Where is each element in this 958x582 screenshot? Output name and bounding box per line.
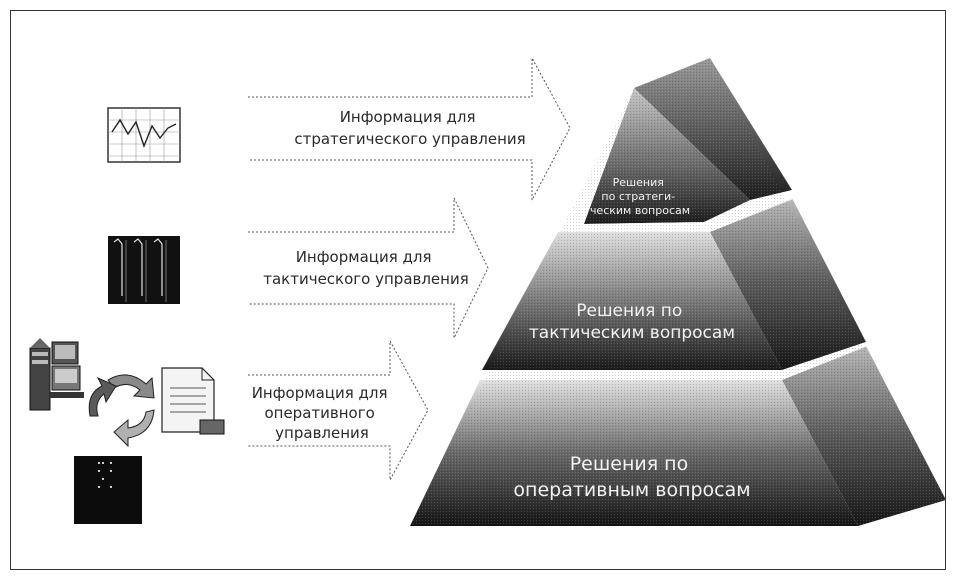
arrow-label-tactical: Информация для тактического управления xyxy=(263,248,469,288)
arrow-operational xyxy=(248,340,429,481)
arrow-label-operational: Информация для оперативного управления xyxy=(252,384,393,442)
pyramid-label-middle: Решения по тактическим вопросам xyxy=(529,301,735,343)
line-chart-icon xyxy=(107,107,181,163)
arrow-label-strategic: Информация для стратегического управлени… xyxy=(294,108,525,148)
pyramid-label-top: Решения по стратеги- ческим вопросам xyxy=(590,176,690,217)
arrow-tactical xyxy=(248,197,489,339)
document-icon xyxy=(161,367,225,435)
dark-display-icon xyxy=(74,456,142,524)
recycle-arrows-icon xyxy=(88,374,155,448)
arrow-strategic xyxy=(248,57,571,201)
computer-network-icon xyxy=(29,338,84,411)
pyramid: Решения по стратеги- ческим вопросам Реш… xyxy=(410,58,946,526)
bar-chart-icon xyxy=(108,236,180,304)
pyramid-label-bottom: Решения по оперативным вопросам xyxy=(513,453,750,501)
